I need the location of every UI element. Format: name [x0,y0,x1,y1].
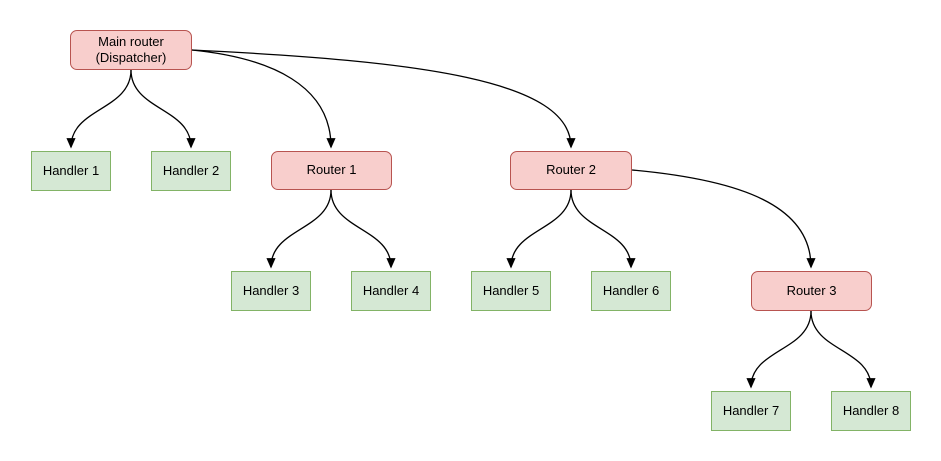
edge-router-2-to-handler-5 [506,189,572,269]
node-router-2[interactable]: Router 2 [510,151,632,190]
node-router-1[interactable]: Router 1 [271,151,392,190]
edge-main-router-to-router-1 [191,49,336,149]
edge-router-2-to-router-3 [631,169,816,269]
node-main-router[interactable]: Main router (Dispatcher) [70,30,192,70]
node-handler-8[interactable]: Handler 8 [831,391,911,431]
node-router-3[interactable]: Router 3 [751,271,872,311]
edge-router-1-to-handler-3 [266,189,332,269]
edge-router-1-to-handler-4 [330,189,396,269]
node-handler-6[interactable]: Handler 6 [591,271,671,311]
edge-router-3-to-handler-8 [810,310,876,389]
node-handler-2[interactable]: Handler 2 [151,151,231,191]
edge-main-router-to-handler-2 [130,69,196,149]
node-handler-7[interactable]: Handler 7 [711,391,791,431]
edge-main-router-to-router-2 [191,49,576,149]
node-handler-4[interactable]: Handler 4 [351,271,431,311]
edge-router-2-to-handler-6 [570,189,636,269]
edge-router-3-to-handler-7 [746,310,812,389]
node-handler-1[interactable]: Handler 1 [31,151,111,191]
node-handler-5[interactable]: Handler 5 [471,271,551,311]
edge-main-router-to-handler-1 [66,69,132,149]
node-handler-3[interactable]: Handler 3 [231,271,311,311]
